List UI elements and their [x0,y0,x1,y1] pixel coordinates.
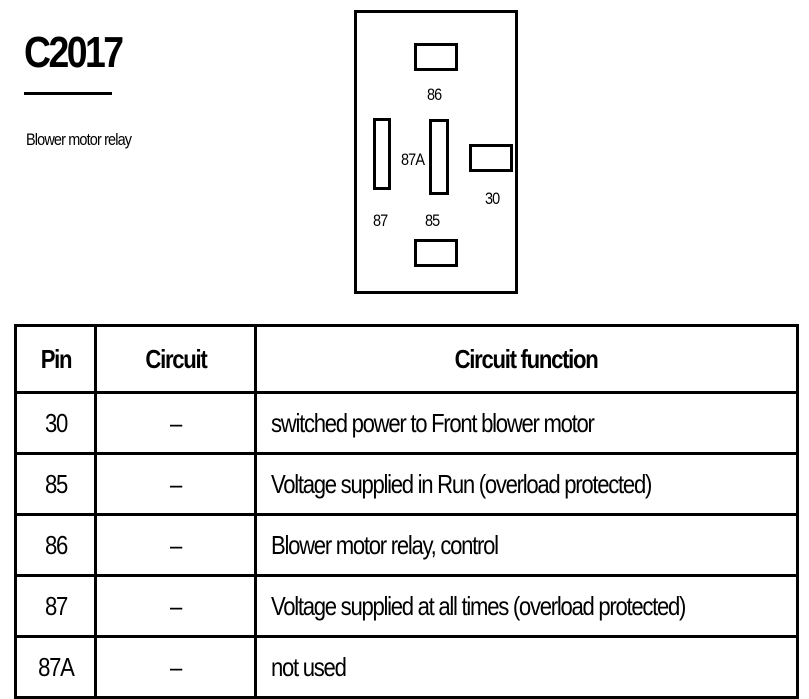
function-cell: Voltage supplied at all times (overload … [254,574,799,638]
terminal-86 [414,43,458,71]
header-circuit: Circuit [94,324,257,394]
table-row: 30 – switched power to Front blower moto… [14,391,799,455]
terminal-bottom [414,239,458,267]
circuit-cell: – [94,574,257,638]
terminal-87a [429,119,449,195]
pin-cell: 86 [14,513,97,577]
pin-function-table: Pin Circuit Circuit function 30 – switch… [14,324,799,699]
table-row: 87 – Voltage supplied at all times (over… [14,574,799,638]
table-row: 87A – not used [14,635,799,699]
terminal-86-label: 86 [427,85,442,104]
terminal-87-label: 87 [373,211,388,230]
table-row: 86 – Blower motor relay, control [14,513,799,577]
terminal-30 [469,144,513,172]
function-cell: Blower motor relay, control [254,513,799,577]
pin-cell: 85 [14,452,97,516]
header-circuit-function: Circuit function [254,324,799,394]
terminal-87 [373,118,391,190]
pin-cell: 87A [14,635,97,699]
table-row: 85 – Voltage supplied in Run (overload p… [14,452,799,516]
circuit-cell: – [94,635,257,699]
connector-description: Blower motor relay [26,130,132,149]
header-pin: Pin [14,324,97,394]
circuit-cell: – [94,452,257,516]
title-underline [24,92,112,95]
table-header-row: Pin Circuit Circuit function [14,324,799,394]
circuit-cell: – [94,513,257,577]
function-cell: not used [254,635,799,699]
function-cell: switched power to Front blower motor [254,391,799,455]
circuit-cell: – [94,391,257,455]
pin-cell: 87 [14,574,97,638]
terminal-87a-label: 87A [401,150,425,169]
function-cell: Voltage supplied in Run (overload protec… [254,452,799,516]
terminal-85-label: 85 [425,211,440,230]
connector-title: C2017 [24,28,124,77]
terminal-30-label: 30 [485,189,500,208]
connector-face-diagram: 86 87 87A 85 30 [354,10,518,294]
pin-cell: 30 [14,391,97,455]
